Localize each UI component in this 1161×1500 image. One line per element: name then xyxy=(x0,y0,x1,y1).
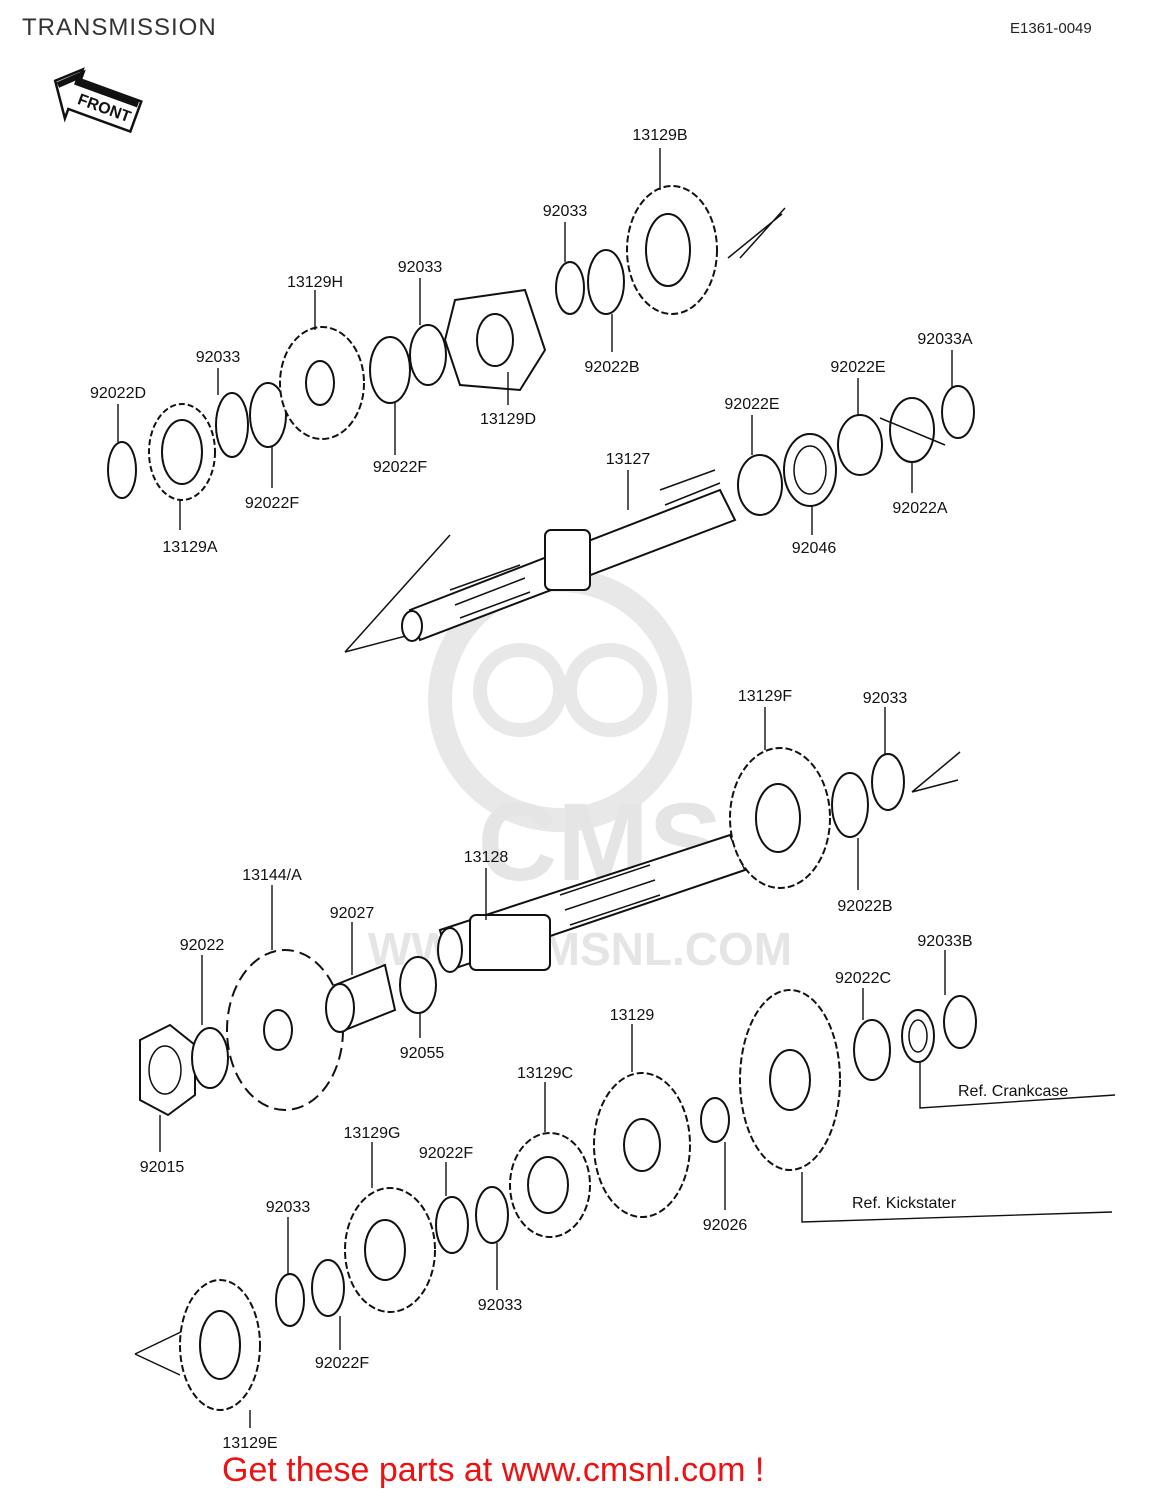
gear-13129A xyxy=(148,403,216,501)
label-13128: 13128 xyxy=(464,849,509,866)
label-13129D: 13129D xyxy=(480,411,536,428)
label-92022F-c: 92022F xyxy=(419,1145,473,1162)
diagram-code: E1361-0049 xyxy=(1010,20,1092,37)
gear-13129H xyxy=(279,326,365,440)
label-92027: 92027 xyxy=(330,905,375,922)
leader-lines-lower xyxy=(159,707,1116,1428)
washer-92022E-b xyxy=(837,414,883,476)
oring-92055 xyxy=(399,956,437,1014)
circlip-92033-low xyxy=(475,1186,509,1244)
ref-crankcase: Ref. Crankcase xyxy=(958,1083,1068,1100)
washer-92022F-a xyxy=(249,382,287,448)
label-92022E-b: 92022E xyxy=(830,359,885,376)
upper-shaft-group xyxy=(107,185,975,653)
gear-13129E xyxy=(179,1279,261,1411)
washer-92022A xyxy=(889,397,935,463)
nut-92015 xyxy=(139,1023,196,1117)
circlip-92033-right xyxy=(871,753,905,811)
circlip-92033A xyxy=(941,385,975,439)
washer-92022E-a xyxy=(737,454,783,516)
washer-92022F-d xyxy=(311,1259,345,1317)
collar-92027 xyxy=(325,963,397,1033)
circlip-92033B xyxy=(943,995,977,1049)
lockwasher-92022 xyxy=(191,1027,229,1089)
circlip-92033-top xyxy=(555,261,585,315)
sprocket-13144A xyxy=(226,949,344,1111)
label-92033-left: 92033 xyxy=(196,349,241,366)
label-92022A: 92022A xyxy=(892,500,947,517)
circlip-92033-left xyxy=(215,392,249,458)
front-arrow-icon: FRONT xyxy=(53,67,143,134)
shaft-13128 xyxy=(437,833,747,973)
collar-92026 xyxy=(700,1097,730,1143)
gear-13129G xyxy=(344,1187,436,1313)
label-92022B-top: 92022B xyxy=(584,359,639,376)
label-92026: 92026 xyxy=(703,1217,748,1234)
label-92033-mid: 92033 xyxy=(398,259,443,276)
label-92022E-a: 92022E xyxy=(724,396,779,413)
label-92022F-d: 92022F xyxy=(315,1355,369,1372)
bearing-92046 xyxy=(783,433,837,507)
part-labels: 13129B 92033 92033 13129H 92033 92022D 9… xyxy=(90,127,1068,1452)
gear-13129D xyxy=(443,288,547,392)
circlip-92033-mid xyxy=(409,324,447,386)
page-title: TRANSMISSION xyxy=(22,14,217,41)
label-92055: 92055 xyxy=(400,1045,445,1062)
label-13144A: 13144/A xyxy=(242,867,302,884)
circlip-92033-bot xyxy=(275,1273,305,1327)
label-92033-right: 92033 xyxy=(863,690,908,707)
label-92022B-right: 92022B xyxy=(837,898,892,915)
washer-92022F-c xyxy=(435,1196,469,1254)
washer-92022B-right xyxy=(831,772,869,838)
label-92033A: 92033A xyxy=(917,331,972,348)
gear-13129F xyxy=(729,747,831,889)
label-92033-low: 92033 xyxy=(478,1297,523,1314)
washer-92022F-b xyxy=(369,336,411,404)
label-92033B: 92033B xyxy=(917,933,972,950)
label-13129H: 13129H xyxy=(287,274,343,291)
washer-92022C xyxy=(853,1019,891,1081)
label-92046: 92046 xyxy=(792,540,837,557)
label-92022F-b: 92022F xyxy=(373,459,427,476)
label-92033-bot: 92033 xyxy=(266,1199,311,1216)
kickstarter-gear xyxy=(739,989,841,1171)
label-13129C: 13129C xyxy=(517,1065,573,1082)
shaft-13127 xyxy=(401,469,737,642)
label-13129A: 13129A xyxy=(162,539,217,556)
label-13129G: 13129G xyxy=(344,1125,401,1142)
cta-link[interactable]: Get these parts at www.cmsnl.com ! xyxy=(222,1451,765,1489)
label-13129F: 13129F xyxy=(738,688,792,705)
label-13129: 13129 xyxy=(610,1007,655,1024)
label-13129B: 13129B xyxy=(632,127,687,144)
gear-13129C xyxy=(509,1132,591,1238)
ref-kickstarter: Ref. Kickstater xyxy=(852,1195,957,1212)
lower-shaft-group xyxy=(134,747,977,1411)
washer-92022B-top xyxy=(587,249,625,315)
label-13129E: 13129E xyxy=(222,1435,277,1452)
label-92022C: 92022C xyxy=(835,970,891,987)
washer-92022D xyxy=(107,441,137,499)
needle-bearing xyxy=(901,1009,935,1063)
leader-lines-upper xyxy=(117,148,953,535)
label-92015: 92015 xyxy=(140,1159,185,1176)
label-13127: 13127 xyxy=(606,451,651,468)
label-92033-top: 92033 xyxy=(543,203,588,220)
label-92022F-a: 92022F xyxy=(245,495,299,512)
label-92022D: 92022D xyxy=(90,385,146,402)
label-92022: 92022 xyxy=(180,937,225,954)
gear-13129B xyxy=(626,185,718,315)
gear-13129 xyxy=(593,1072,691,1218)
